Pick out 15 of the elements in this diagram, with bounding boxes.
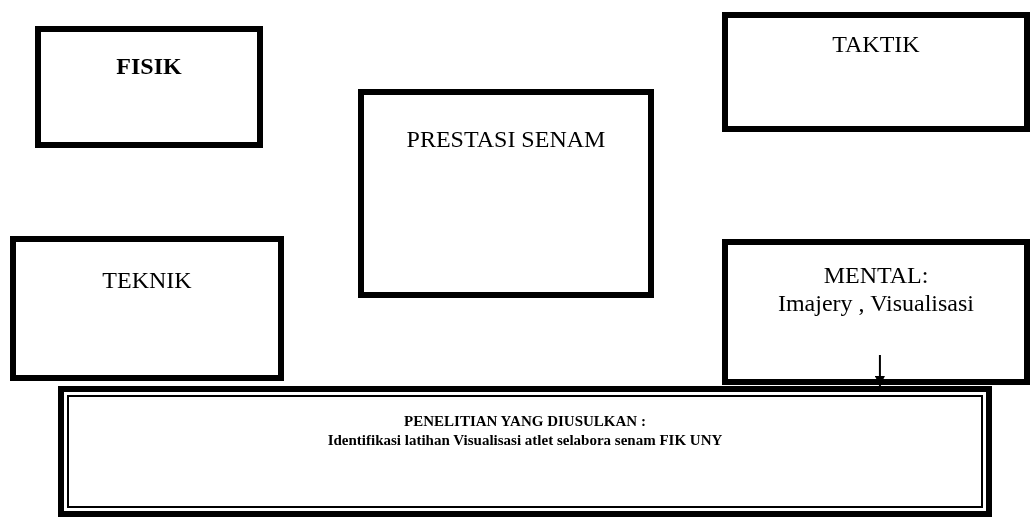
text-box (358, 89, 654, 298)
label: TEKNIK (101, 266, 193, 294)
heading: MENTAL: (822, 261, 930, 289)
framed-box (58, 386, 992, 517)
text-box (722, 239, 1030, 385)
label: Imajery , Visualisasi (776, 289, 976, 317)
arrow (874, 354, 885, 387)
label: FISIK (115, 52, 183, 80)
label: TAKTIK (831, 30, 921, 58)
text-box (722, 12, 1030, 132)
label: PRESTASI SENAM (405, 125, 607, 153)
text-box (35, 26, 263, 148)
label: Identifikasi latihan Visualisasi atlet selabora senam FIK UNY (326, 431, 724, 450)
text-box (10, 236, 284, 381)
heading: PENELITIAN YANG DIUSULKAN : (403, 412, 647, 431)
